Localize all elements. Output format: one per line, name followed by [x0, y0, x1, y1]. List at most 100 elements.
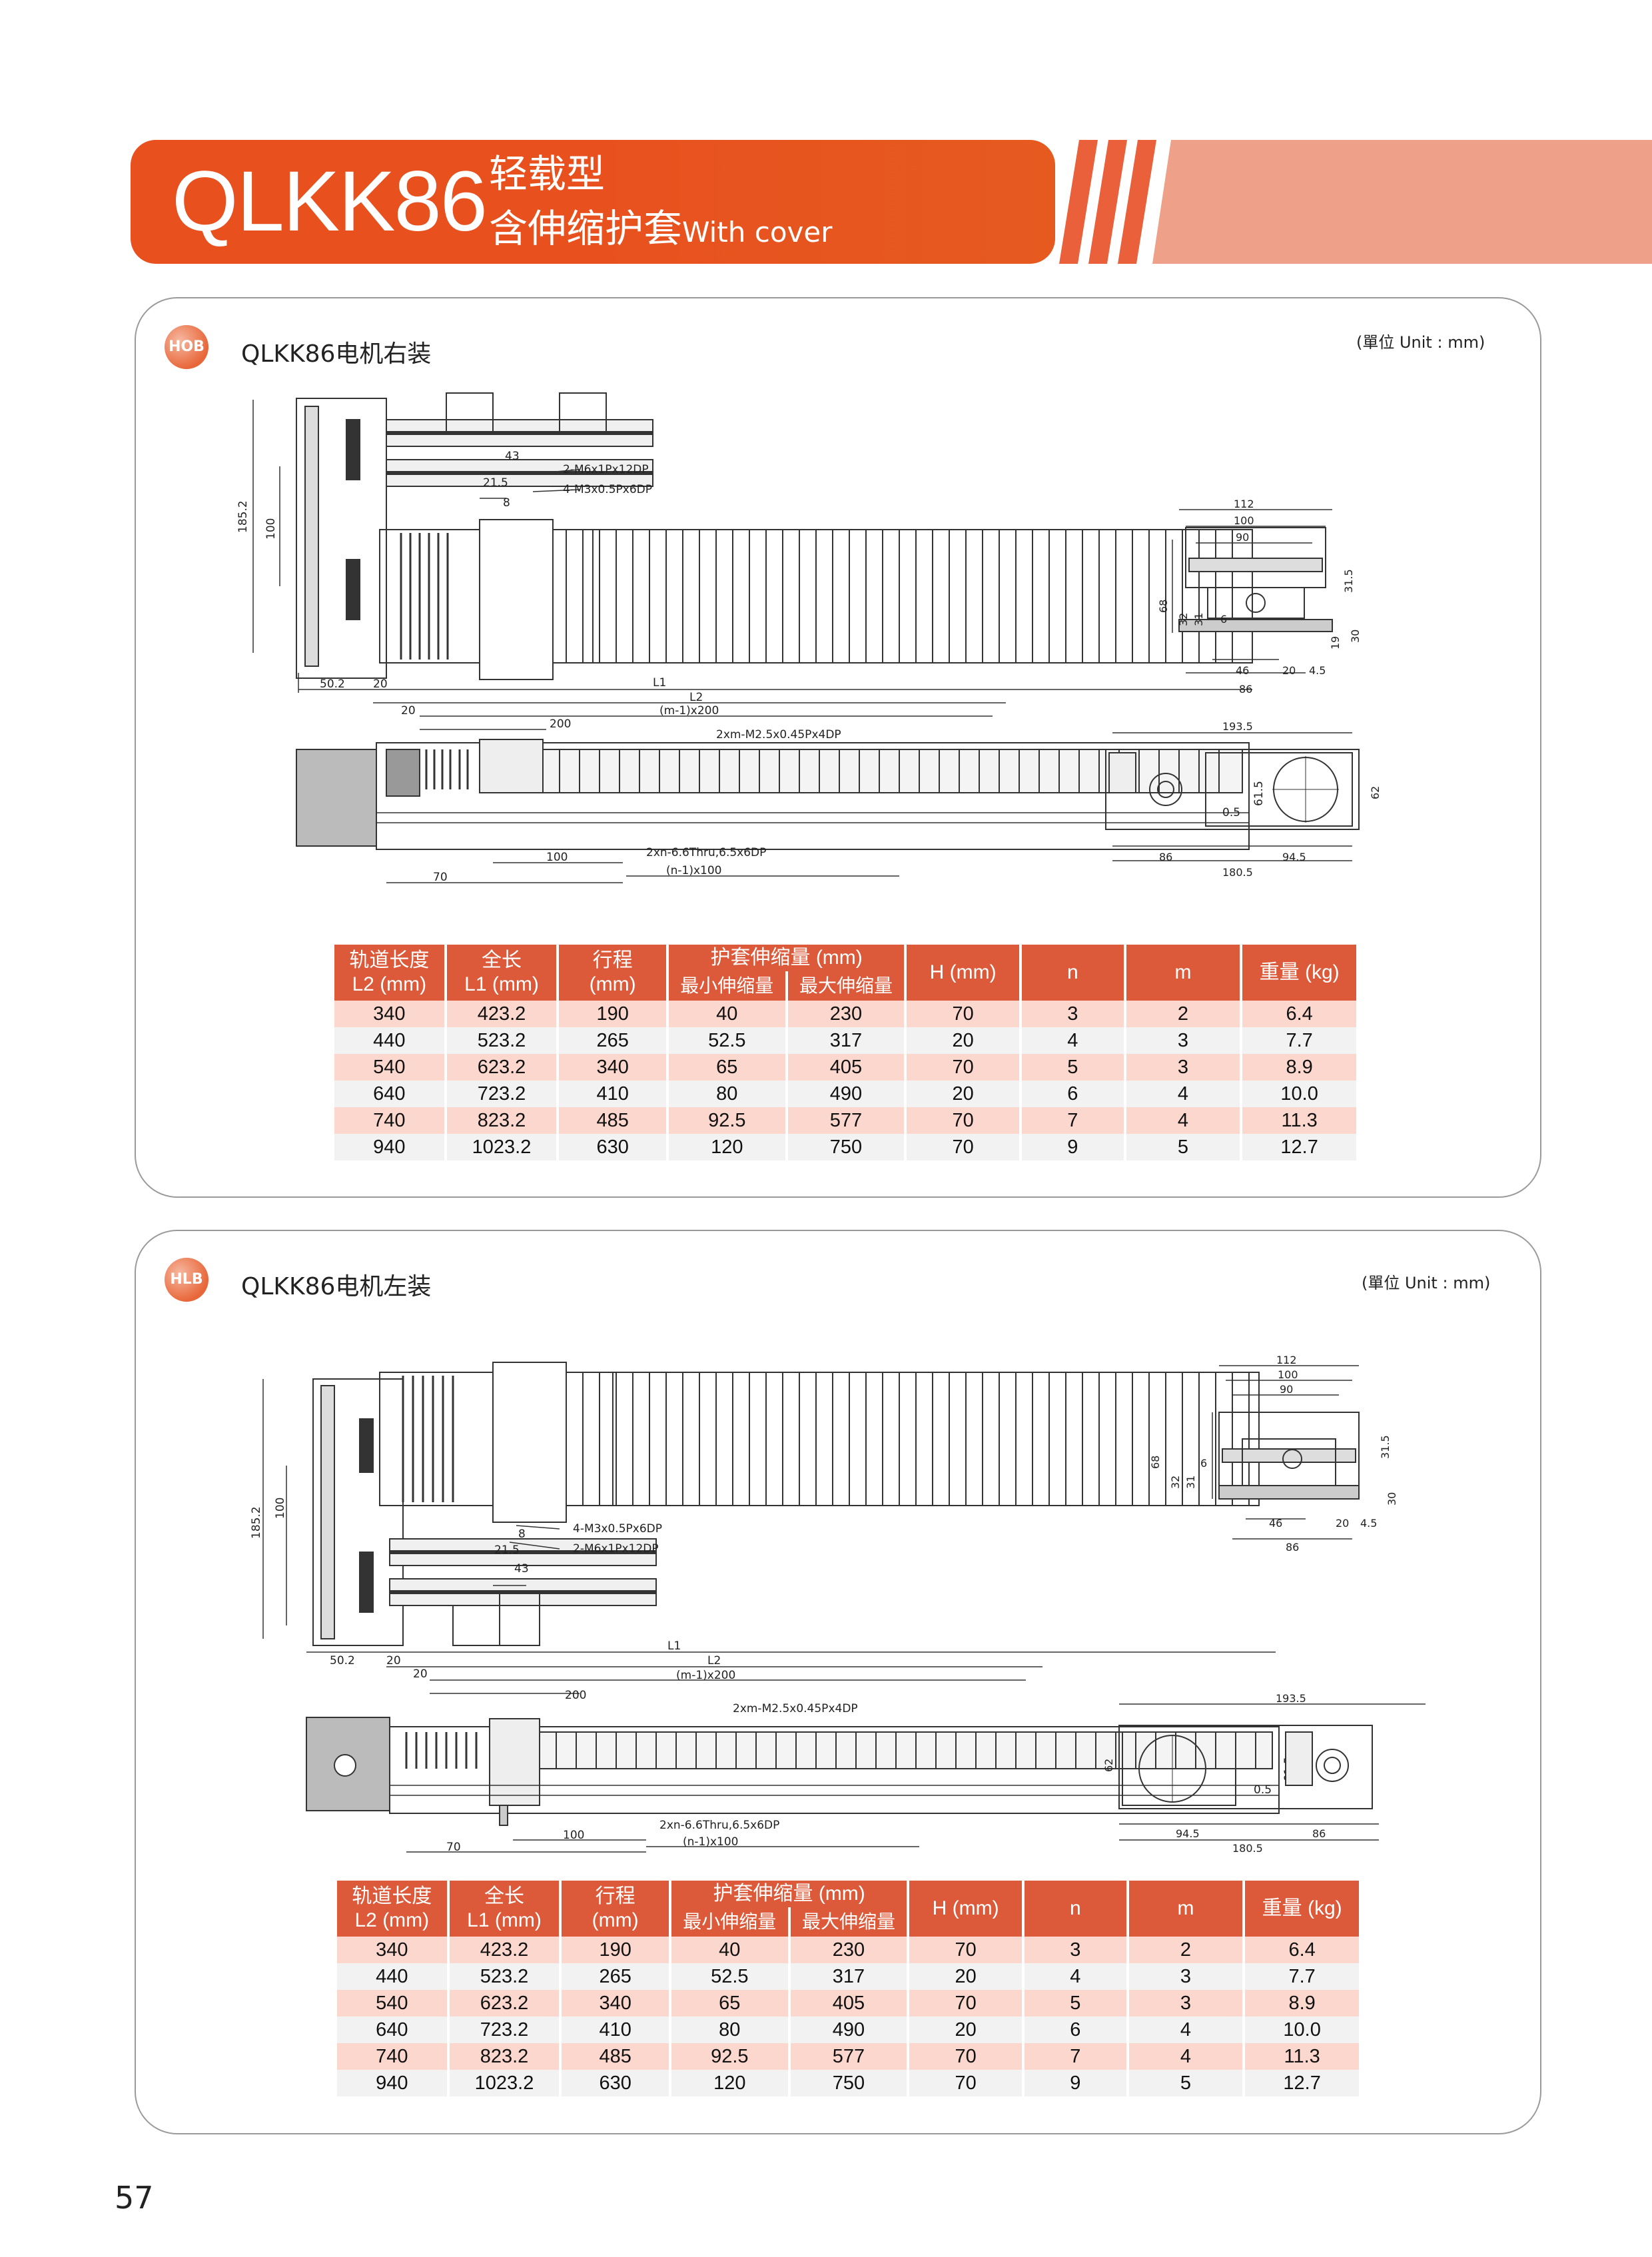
subtitle-cn: 含伸缩护套: [489, 206, 683, 251]
dim-l2: L2: [707, 1654, 721, 1667]
bot-193-5: 193.5: [1222, 720, 1253, 733]
section-badge: HLB: [165, 1258, 208, 1302]
end-20: 20: [1336, 1517, 1349, 1530]
end-112: 112: [1276, 1354, 1297, 1366]
end-19: 19: [1329, 636, 1342, 650]
subtitle-line2: 含伸缩护套With cover: [489, 205, 832, 256]
note-xn: 2xn-6.6Thru,6.5x6DP: [646, 846, 766, 859]
dim-l1: L1: [667, 1639, 681, 1653]
note-xm: 2xm-M2.5x0.45Px4DP: [733, 1702, 858, 1715]
end-6: 6: [1200, 1457, 1207, 1470]
dim-8: 8: [503, 496, 510, 510]
note-m3: 4-M3x0.5Px6DP: [563, 483, 652, 496]
end-4-5: 4.5: [1360, 1517, 1377, 1530]
dim-l2: L2: [689, 691, 703, 704]
end-68: 68: [1149, 1456, 1162, 1469]
bot-193-5: 193.5: [1276, 1692, 1306, 1705]
bot-180-5: 180.5: [1232, 1842, 1263, 1855]
col-cover-min: 最小伸缩量: [671, 1907, 788, 1937]
bot-94-5: 94.5: [1176, 1827, 1200, 1840]
dim-21-5: 21.5: [494, 1544, 520, 1557]
bot-86: 86: [1159, 851, 1172, 863]
end-31: 31: [1184, 1476, 1197, 1489]
bot-180-5: 180.5: [1222, 866, 1253, 879]
banner-stripes: [1059, 140, 1652, 264]
dim-70: 70: [433, 871, 448, 884]
col-cover-min: 最小伸缩量: [668, 971, 785, 1001]
dim-43: 43: [505, 450, 520, 463]
end-68: 68: [1157, 600, 1170, 613]
dim-0-5: 0.5: [1254, 1783, 1272, 1797]
col-weight: 重量 (kg): [1242, 945, 1356, 1001]
note-xn: 2xn-6.6Thru,6.5x6DP: [659, 1819, 779, 1832]
end-90: 90: [1280, 1383, 1293, 1396]
col-cover: 护套伸缩量 (mm): [671, 1881, 907, 1907]
technical-drawing-right: 185.2 100 43 21.5 8 2-M6x1Px12DP 4-M3x0.…: [236, 392, 1382, 884]
dim-100: 100: [264, 518, 278, 540]
dim-100b: 100: [563, 1829, 584, 1842]
title-banner: [131, 140, 1055, 264]
unit-note: (單位 Unit : mm): [1362, 1274, 1491, 1292]
dim-100b: 100: [546, 851, 568, 864]
subtitle-line1: 轻载型: [489, 151, 606, 197]
note-m6: 2-M6x1Px12DP: [563, 463, 649, 476]
end-90: 90: [1236, 531, 1249, 544]
end-112: 112: [1234, 498, 1254, 510]
dim-100: 100: [274, 1498, 287, 1519]
col-h: H (mm): [909, 1881, 1022, 1937]
dim-61-5: 61.5: [1252, 781, 1266, 806]
end-6: 6: [1220, 613, 1227, 626]
section-title: QLKK86电机左装: [241, 1273, 432, 1300]
dim-n1x100: (n-1)x100: [683, 1835, 739, 1849]
end-30: 30: [1386, 1492, 1398, 1506]
end-100: 100: [1278, 1368, 1298, 1381]
end-86: 86: [1286, 1541, 1299, 1554]
col-stroke: 行程(mm): [559, 945, 666, 1001]
end-30: 30: [1349, 630, 1362, 643]
col-cover-max: 最大伸缩量: [790, 1907, 907, 1937]
col-weight: 重量 (kg): [1245, 1881, 1359, 1937]
dim-200: 200: [565, 1689, 586, 1702]
section-title: QLKK86电机右装: [241, 340, 432, 368]
bot-86: 86: [1312, 1827, 1326, 1840]
dim-20a: 20: [373, 677, 388, 691]
dim-l1: L1: [653, 676, 666, 689]
dim-8: 8: [518, 1528, 526, 1541]
end-32: 32: [1177, 613, 1190, 626]
dim-70: 70: [446, 1841, 461, 1854]
end-100: 100: [1234, 514, 1254, 527]
dim-185: 185.2: [250, 1506, 263, 1539]
bot-62: 62: [1369, 786, 1382, 799]
dim-20b: 20: [401, 704, 416, 717]
bot-62: 62: [1102, 1759, 1115, 1772]
col-m: m: [1126, 945, 1240, 1001]
dim-m1x200: (m-1)x200: [676, 1669, 735, 1682]
dim-m1x200: (m-1)x200: [659, 704, 719, 717]
dim-21-5: 21.5: [483, 476, 508, 490]
col-h: H (mm): [907, 945, 1019, 1001]
dim-20a: 20: [386, 1654, 401, 1667]
subtitle-en: With cover: [682, 216, 833, 248]
note-m6: 2-M6x1Px12DP: [573, 1542, 659, 1556]
technical-drawing-left: 185.2 100 43 21.5 8 2-M6x1Px12DP 4-M3x0.…: [250, 1354, 1426, 1855]
unit-note: (單位 Unit : mm): [1356, 333, 1485, 352]
dim-0-5: 0.5: [1222, 806, 1240, 819]
end-86: 86: [1239, 683, 1252, 695]
col-n: n: [1022, 945, 1124, 1001]
page-number: 57: [115, 2180, 154, 2216]
section-badge: HOB: [165, 325, 208, 369]
dim-43: 43: [514, 1562, 529, 1576]
end-31-5: 31.5: [1342, 569, 1355, 593]
